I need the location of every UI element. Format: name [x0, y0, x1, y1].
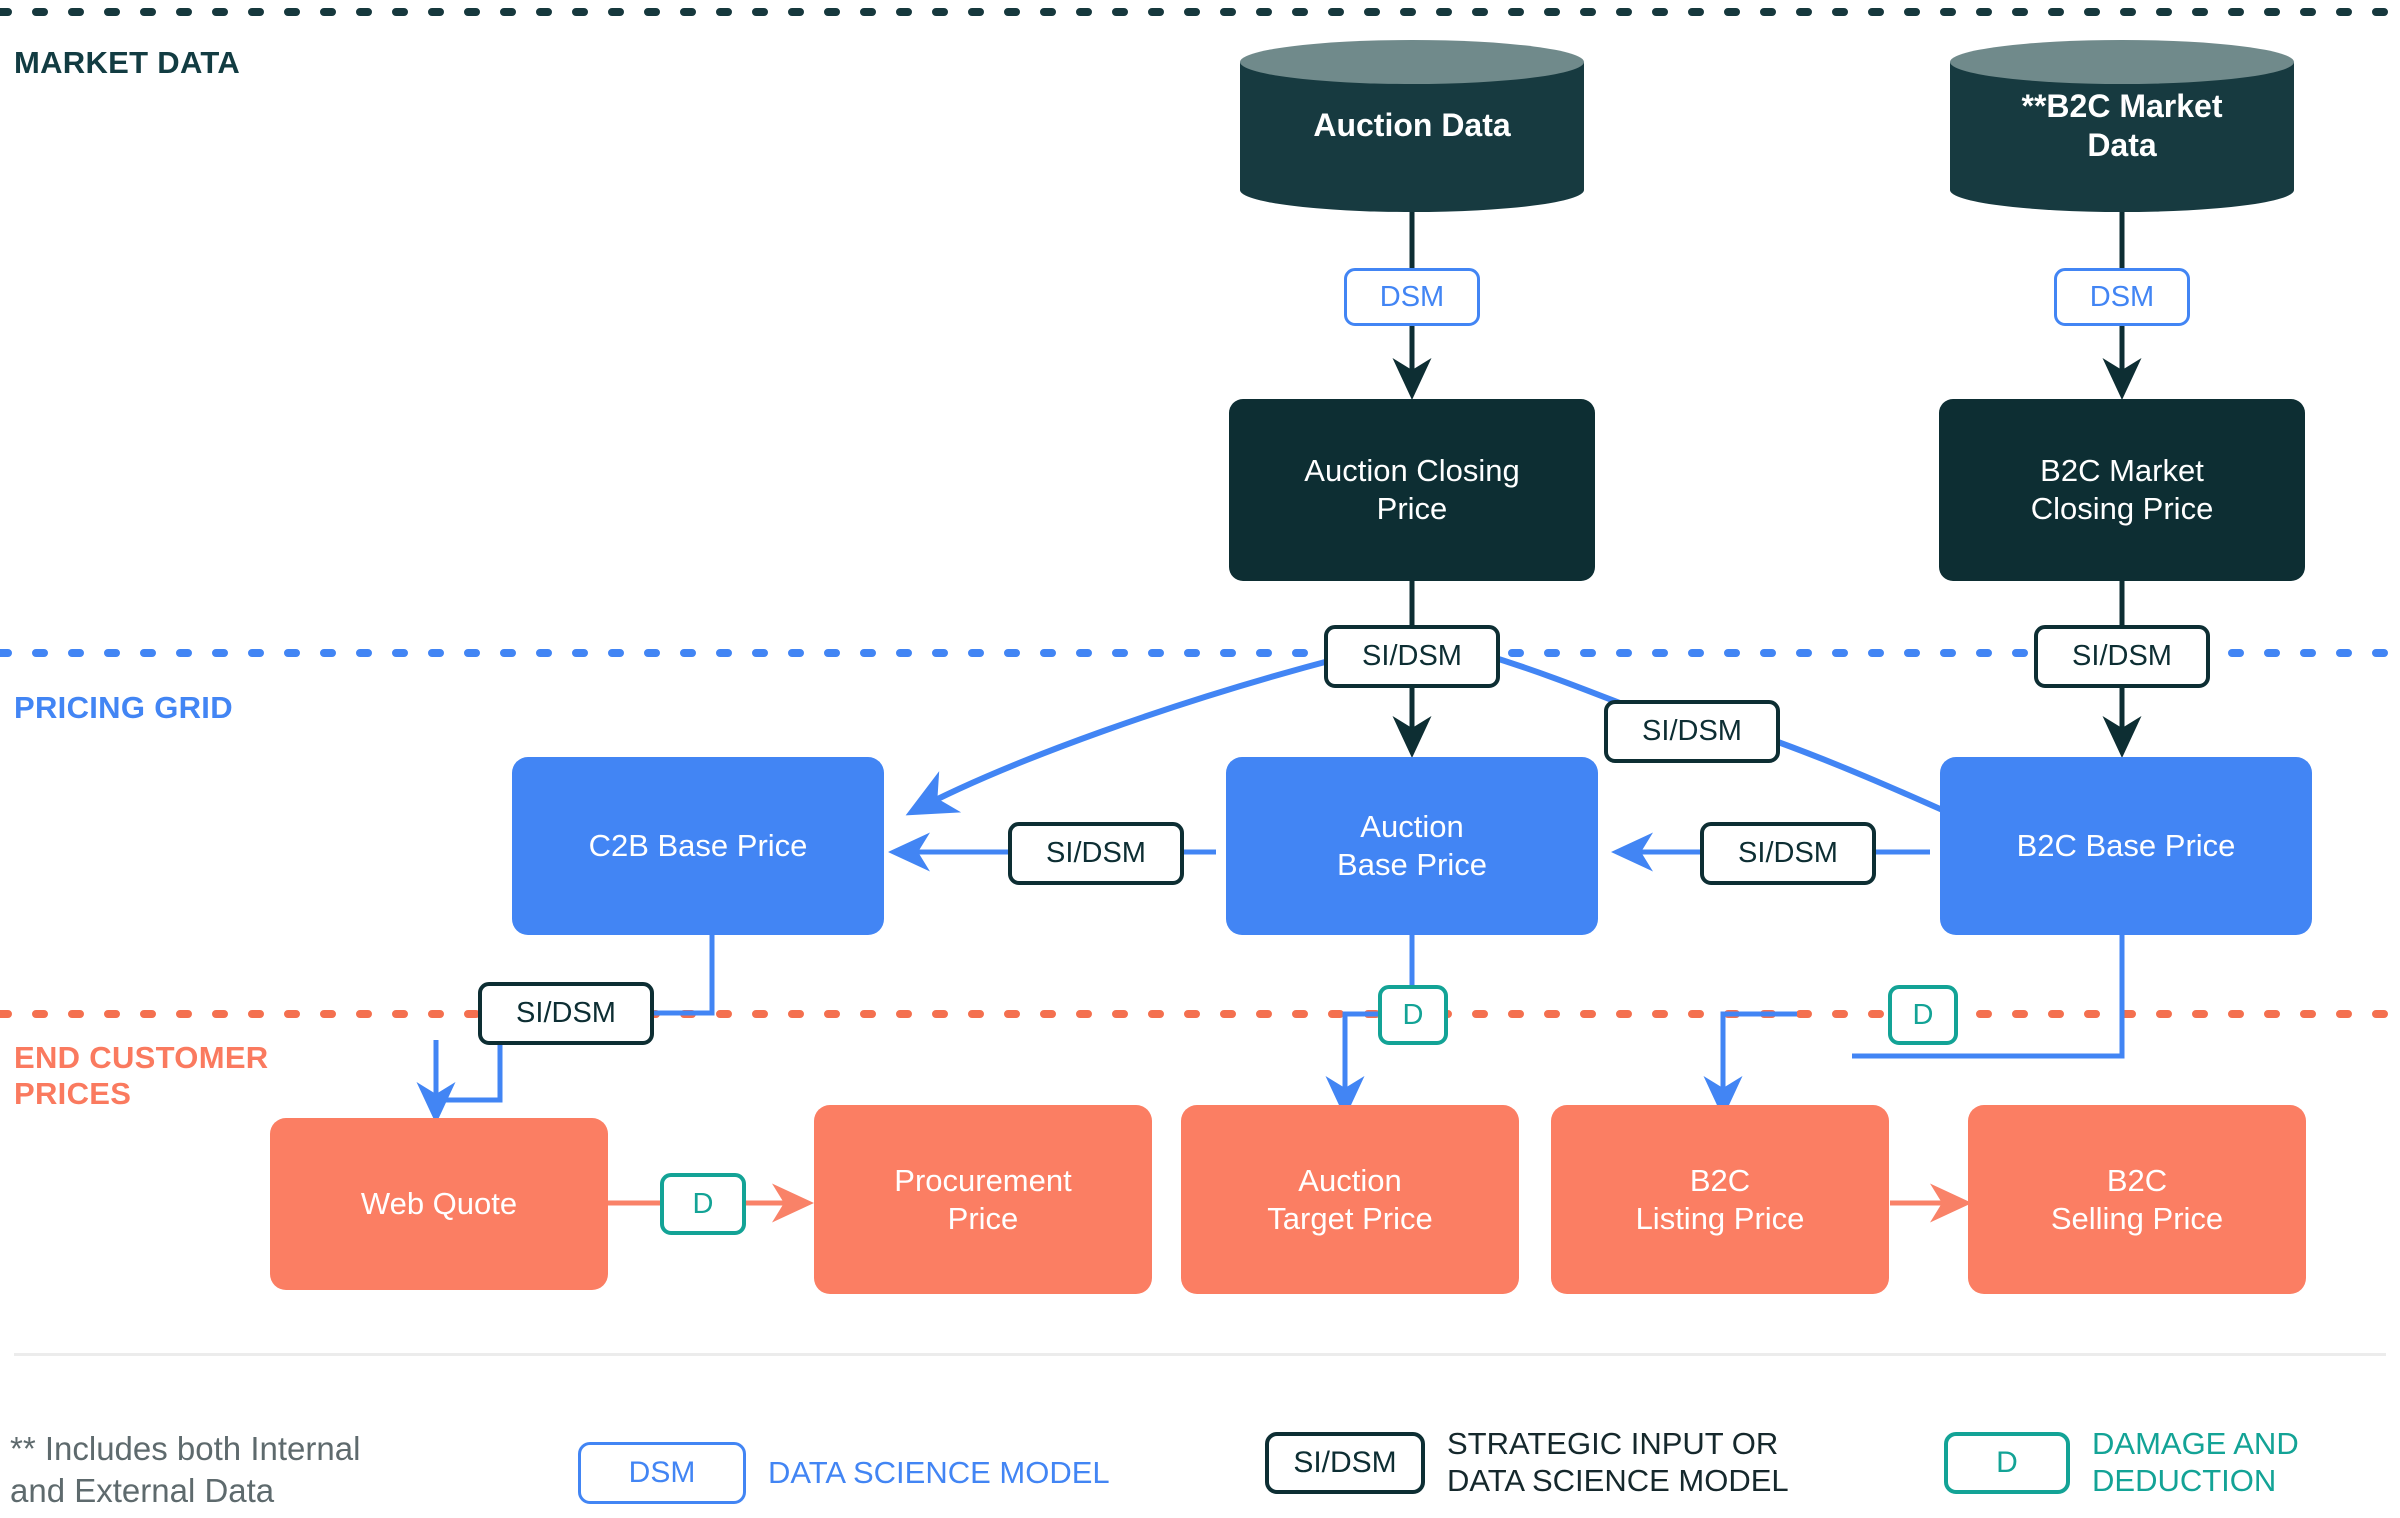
badge-dsm-auction[interactable]: DSM	[1344, 268, 1480, 326]
footer-divider	[14, 1353, 2386, 1356]
legend-dsm-text: DATA SCIENCE MODEL	[768, 1454, 1110, 1490]
node-b2c-listing-price[interactable]: B2C Listing Price	[1551, 1105, 1889, 1294]
node-label: Auction Closing Price	[1304, 453, 1520, 526]
badge-sidsm-c2b-auction[interactable]: SI/DSM	[1008, 822, 1184, 885]
datasource-b2c-market-data[interactable]: **B2C Market Data	[1950, 40, 2294, 212]
legend-dsm-badge: DSM	[578, 1442, 746, 1504]
badge-sidsm-auction-b2c[interactable]: SI/DSM	[1700, 822, 1876, 885]
node-procurement-price[interactable]: Procurement Price	[814, 1105, 1152, 1294]
node-label: B2C Listing Price	[1635, 1162, 1805, 1236]
legend-sidsm-badge: SI/DSM	[1265, 1431, 1425, 1494]
datasource-label: Auction Data	[1313, 107, 1511, 144]
badge-sidsm-c2b-webquote[interactable]: SI/DSM	[478, 982, 654, 1045]
node-label: Web Quote	[360, 1186, 518, 1222]
legend-d-badge: D	[1944, 1431, 2070, 1494]
band-label-end-customer-prices: END CUSTOMER PRICES	[14, 1040, 269, 1111]
edge-d-b2clisting	[1703, 1011, 1797, 1119]
badge-sidsm-b2c-closing[interactable]: SI/DSM	[2034, 625, 2210, 688]
footnote-text: ** Includes both Internal and External D…	[10, 1430, 361, 1510]
legend-item-dsm: DSM DATA SCIENCE MODEL	[578, 1442, 1110, 1504]
node-label: Auction Target Price	[1267, 1162, 1433, 1236]
band-label-market-data: MARKET DATA	[14, 45, 241, 80]
legend-item-damage: D DAMAGE AND DEDUCTION	[1944, 1426, 2299, 1499]
node-label: B2C Selling Price	[2050, 1162, 2224, 1236]
node-auction-base-price[interactable]: Auction Base Price	[1226, 757, 1598, 935]
node-c2b-base-price[interactable]: C2B Base Price	[512, 757, 884, 935]
band-label-pricing-grid: PRICING GRID	[14, 690, 233, 725]
node-web-quote[interactable]: Web Quote	[270, 1118, 608, 1290]
node-auction-target-price[interactable]: Auction Target Price	[1181, 1105, 1519, 1294]
badge-d-auction-target[interactable]: D	[1378, 985, 1448, 1045]
node-label: Procurement Price	[894, 1162, 1072, 1236]
badge-sidsm-auction-closing[interactable]: SI/DSM	[1324, 625, 1500, 688]
datasource-auction-data[interactable]: Auction Data	[1240, 40, 1584, 212]
cylinder-top-ellipse	[1950, 40, 2294, 84]
node-label: Auction Base Price	[1337, 809, 1487, 882]
node-auction-closing-price[interactable]: Auction Closing Price	[1229, 399, 1595, 581]
legend-item-sidsm: SI/DSM STRATEGIC INPUT OR DATA SCIENCE M…	[1265, 1426, 1789, 1499]
legend-d-text: DAMAGE AND DEDUCTION	[2092, 1426, 2299, 1498]
cylinder-top-ellipse	[1240, 40, 1584, 84]
badge-sidsm-cross-b2c[interactable]: SI/DSM	[1604, 700, 1780, 763]
node-label: B2C Base Price	[2016, 828, 2236, 864]
badge-d-b2c-listing[interactable]: D	[1888, 985, 1958, 1045]
legend-sidsm-text: STRATEGIC INPUT OR DATA SCIENCE MODEL	[1447, 1426, 1789, 1498]
badge-d-webquote-procurement[interactable]: D	[660, 1173, 746, 1235]
node-b2c-base-price[interactable]: B2C Base Price	[1940, 757, 2312, 935]
node-b2c-market-closing-price[interactable]: B2C Market Closing Price	[1939, 399, 2305, 581]
node-label: C2B Base Price	[588, 828, 808, 864]
datasource-label: **B2C Market Data	[2021, 87, 2223, 163]
badge-dsm-b2c[interactable]: DSM	[2054, 268, 2190, 326]
node-label: B2C Market Closing Price	[2030, 453, 2214, 526]
node-b2c-selling-price[interactable]: B2C Selling Price	[1968, 1105, 2306, 1294]
